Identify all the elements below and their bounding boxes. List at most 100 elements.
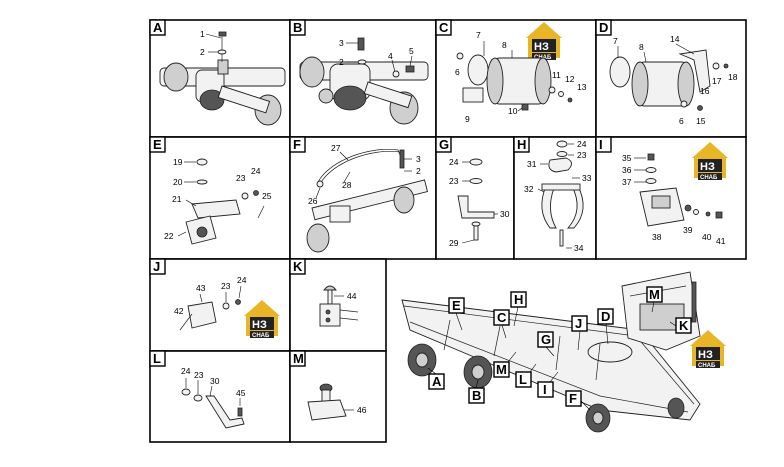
overview-callout-c: C <box>493 309 510 339</box>
logo-letters: НЗ <box>534 41 549 53</box>
callout-7: 7 <box>613 36 618 46</box>
logo: НЗ СНАБ <box>244 300 280 339</box>
callout-28: 28 <box>342 180 352 190</box>
callout-23: 23 <box>221 281 231 291</box>
svg-text:C: C <box>497 310 507 325</box>
panel-k-tag: K <box>293 259 303 274</box>
callout-24: 24 <box>237 275 247 285</box>
callout-23: 23 <box>577 150 587 160</box>
logo-subtitle: СНАБ <box>698 363 716 369</box>
svg-text:H: H <box>514 292 523 307</box>
axle-illustration-b <box>299 56 429 125</box>
overview-callout-b: B <box>468 379 485 404</box>
panel-i-tag: I <box>599 137 603 152</box>
panel-c: C НЗ СНАБ 7 8 6 11 12 13 9 10 <box>435 19 597 138</box>
front-axle-illustration-f <box>306 148 429 253</box>
panel-e: E 19 20 23 24 21 25 22 <box>149 136 291 260</box>
panel-j: J НЗ СНАБ 43 23 24 42 <box>149 258 291 352</box>
overview-callout-g: G <box>537 331 555 357</box>
panel-e-tag: E <box>153 137 162 152</box>
clip-illustration-k <box>319 285 359 327</box>
callout-22: 22 <box>164 231 174 241</box>
callout-2: 2 <box>416 166 421 176</box>
callout-46: 46 <box>357 405 367 415</box>
overview-callout-i: I <box>537 371 559 398</box>
overview-callout-j: J <box>571 315 588 351</box>
callout-6: 6 <box>679 116 684 126</box>
callout-34: 34 <box>574 243 584 253</box>
callout-24: 24 <box>577 139 587 149</box>
callout-30: 30 <box>500 209 510 219</box>
panel-m: M 46 <box>289 350 387 443</box>
callout-40: 40 <box>702 232 712 242</box>
overview-callout-m: M <box>646 286 663 313</box>
callout-30: 30 <box>210 376 220 386</box>
panel-i: I НЗ СНАБ 35 36 37 38 39 40 41 <box>595 136 747 260</box>
overview-callout-e: E <box>448 297 465 331</box>
overview-callout-d: D <box>597 308 614 345</box>
bracket-illustration-g <box>457 158 495 241</box>
panel-a: A 1 2 <box>149 19 291 138</box>
svg-text:D: D <box>601 309 610 324</box>
callout-33: 33 <box>582 173 592 183</box>
callout-1: 1 <box>200 29 205 39</box>
overview-callout-m2: M <box>493 351 517 378</box>
bracket-illustration-e <box>185 158 265 245</box>
svg-text:E: E <box>452 298 461 313</box>
callout-31: 31 <box>527 159 537 169</box>
callout-5: 5 <box>409 46 414 56</box>
panel-m-tag: M <box>293 351 304 366</box>
panel-h: H 24 23 31 33 32 34 <box>513 136 597 260</box>
callout-11: 11 <box>552 70 561 80</box>
overview-callout-l: L <box>515 363 537 388</box>
callout-24: 24 <box>251 166 261 176</box>
logo: НЗ СНАБ <box>692 142 728 181</box>
logo-subtitle: СНАБ <box>700 175 718 181</box>
axle-illustration-a <box>159 59 286 126</box>
callout-3: 3 <box>339 38 344 48</box>
callout-44: 44 <box>347 291 357 301</box>
callout-23: 23 <box>236 173 246 183</box>
panel-l: L 24 23 30 45 <box>149 350 291 443</box>
panel-h-tag: H <box>517 137 526 152</box>
svg-text:F: F <box>569 391 577 406</box>
svg-text:I: I <box>543 382 547 397</box>
svg-text:K: K <box>679 318 689 333</box>
logo-letters: НЗ <box>700 161 715 173</box>
shifter-illustration-m <box>307 383 347 421</box>
callout-42: 42 <box>174 306 184 316</box>
callout-36: 36 <box>622 165 632 175</box>
callout-37: 37 <box>622 177 632 187</box>
panel-b: B 3 2 4 5 <box>289 19 437 138</box>
svg-text:G: G <box>541 332 551 347</box>
panel-k: K 44 <box>289 258 387 352</box>
panel-j-tag: J <box>153 259 160 274</box>
svg-text:M: M <box>496 362 507 377</box>
callout-24: 24 <box>449 157 459 167</box>
callout-38: 38 <box>652 232 662 242</box>
svg-text:L: L <box>519 372 527 387</box>
svg-text:B: B <box>472 388 481 403</box>
callout-23: 23 <box>449 176 459 186</box>
logo-subtitle: СНАБ <box>252 333 270 339</box>
callout-6: 6 <box>455 67 460 77</box>
panel-f: F 27 3 2 28 26 <box>289 136 437 260</box>
svg-text:M: M <box>649 287 660 302</box>
callout-21: 21 <box>172 194 182 204</box>
overview-callout-k: K <box>669 317 692 334</box>
panel-d: D 7 8 14 17 18 16 6 15 <box>595 19 747 138</box>
callout-2: 2 <box>200 47 205 57</box>
panel-g: G 24 23 30 29 <box>435 136 515 260</box>
callout-25: 25 <box>262 191 272 201</box>
callout-12: 12 <box>565 74 575 84</box>
panel-c-tag: C <box>439 20 449 35</box>
svg-text:J: J <box>575 316 582 331</box>
callout-23: 23 <box>194 370 204 380</box>
fuel-tank-illustration-c <box>456 52 573 111</box>
callout-14: 14 <box>670 34 680 44</box>
clamp-illustration-h <box>541 140 584 247</box>
callout-29: 29 <box>449 238 459 248</box>
callout-19: 19 <box>173 157 183 167</box>
callout-2: 2 <box>339 57 344 67</box>
